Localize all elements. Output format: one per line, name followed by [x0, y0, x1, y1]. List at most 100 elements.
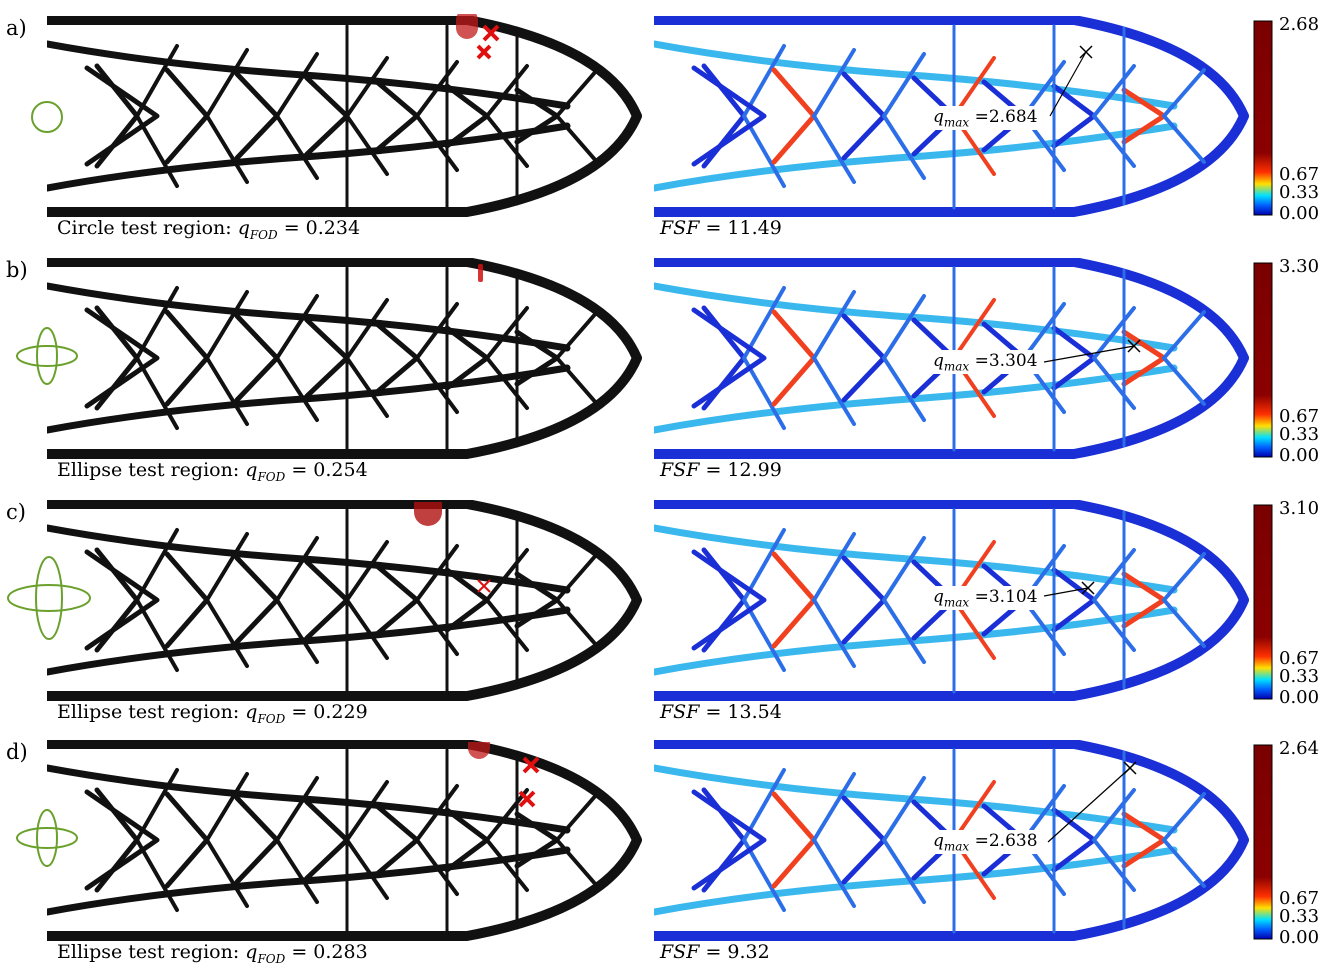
colorbar-tick-067: 0.67	[1279, 406, 1320, 427]
row-label: b)	[6, 258, 28, 282]
caption-qfod: Ellipse test region: qFOD = 0.283	[57, 941, 368, 966]
colorbar	[1253, 262, 1273, 458]
structure-member	[345, 24, 519, 210]
structure-member	[415, 784, 459, 896]
row-b: b) Ellipse test region: qFOD = 0.254 qma…	[0, 256, 1338, 496]
structure-member	[234, 795, 280, 885]
row-a: a) Circle test region: qFOD = 0.234 qmax…	[0, 14, 1338, 254]
colorbar-tick-067: 0.67	[1279, 648, 1320, 669]
structure-member	[374, 803, 420, 877]
structure-member	[485, 788, 529, 892]
qmax-leader-line	[1047, 761, 1137, 843]
test-region-ellipse-icon	[16, 327, 78, 385]
colorbar-max: 3.30	[1279, 256, 1320, 277]
structure-member	[654, 764, 1178, 834]
failure-markers	[468, 742, 540, 808]
structure-member	[47, 258, 642, 459]
structure-member	[275, 536, 319, 664]
colorbar-min: 0.00	[1279, 203, 1320, 224]
row-label: a)	[6, 16, 27, 40]
structure-member	[304, 317, 350, 399]
caption-fsf: FSF = 9.32	[660, 941, 770, 963]
qmax-leader-line	[1043, 339, 1141, 363]
structure-member	[47, 364, 571, 434]
qmax-label: qmax =3.104	[930, 586, 1041, 611]
structure-member	[1162, 310, 1206, 406]
structure-member	[654, 500, 1249, 701]
colorbar	[1253, 504, 1273, 700]
structure-member	[812, 48, 856, 184]
structure-member	[1092, 64, 1136, 168]
structure-member	[415, 544, 459, 656]
colorbar	[1253, 744, 1273, 940]
structure-member	[654, 606, 1178, 676]
colorbar-min: 0.00	[1279, 927, 1320, 948]
structure-member	[164, 791, 210, 889]
caption-fsf: FSF = 13.54	[660, 701, 782, 723]
structure-member	[345, 748, 519, 934]
structure-member	[275, 52, 319, 180]
structure-member	[234, 313, 280, 403]
colorbar-gradient	[1253, 262, 1273, 458]
structure-member	[205, 48, 249, 184]
colorbar-tick-067: 0.67	[1279, 888, 1320, 909]
structure-member	[345, 56, 389, 176]
structure-member	[84, 65, 160, 167]
structure-member	[304, 75, 350, 157]
structure-member	[84, 789, 160, 891]
colorbar-max: 3.10	[1279, 498, 1320, 519]
structure-member	[1162, 792, 1206, 888]
structure-member	[234, 71, 280, 161]
topology-design	[47, 500, 642, 701]
caption-qfod: Ellipse test region: qFOD = 0.229	[57, 701, 368, 726]
failure-markers	[456, 14, 500, 60]
structure-member	[882, 52, 926, 180]
colorbar-gradient	[1253, 20, 1273, 216]
structure-member	[275, 776, 319, 904]
colorbar-tick-033: 0.33	[1279, 424, 1320, 445]
structure-member	[485, 64, 529, 168]
row-label: d)	[6, 740, 28, 764]
structure-member	[771, 551, 817, 649]
structure-member	[345, 508, 519, 694]
topology-design	[47, 740, 642, 941]
colorbar-tick-033: 0.33	[1279, 906, 1320, 927]
structure-member	[345, 298, 389, 418]
colorbar-gradient	[1253, 744, 1273, 940]
structure-member	[47, 524, 571, 594]
structure-member	[841, 71, 887, 161]
structure-member	[555, 68, 599, 164]
structure-member	[691, 789, 767, 891]
structure-member	[374, 79, 420, 153]
structure-member	[654, 258, 1249, 459]
structure-member	[164, 551, 210, 649]
structure-member	[812, 290, 856, 426]
structure-member	[654, 282, 1178, 352]
structure-member	[654, 740, 1249, 941]
row-d: d) Ellipse test region: qFOD = 0.283 qma…	[0, 738, 1338, 978]
structure-member	[345, 266, 519, 452]
row-label: c)	[6, 500, 26, 524]
test-region-ellipse-icon	[7, 556, 91, 640]
caption-qfod: Circle test region: qFOD = 0.234	[57, 217, 361, 242]
colorbar-max: 2.68	[1279, 14, 1320, 35]
structure-member	[345, 540, 389, 660]
structure-member	[771, 67, 817, 165]
qmax-leader-line	[1043, 581, 1095, 597]
colorbar-tick-033: 0.33	[1279, 182, 1320, 203]
structure-member	[304, 799, 350, 881]
structure-member	[47, 122, 571, 192]
structure-member	[555, 310, 599, 406]
caption-qfod: Ellipse test region: qFOD = 0.254	[57, 459, 368, 484]
structure-member	[47, 500, 642, 701]
caption-fsf: FSF = 11.49	[660, 217, 782, 239]
colorbar-gradient	[1253, 504, 1273, 700]
structure-member	[654, 40, 1178, 110]
colorbar-min: 0.00	[1279, 445, 1320, 466]
colorbar-max: 2.64	[1279, 738, 1320, 759]
colorbar	[1253, 20, 1273, 216]
structure-member	[555, 792, 599, 888]
structure-member	[841, 795, 887, 885]
structure-member	[374, 321, 420, 395]
structure-member	[812, 532, 856, 668]
